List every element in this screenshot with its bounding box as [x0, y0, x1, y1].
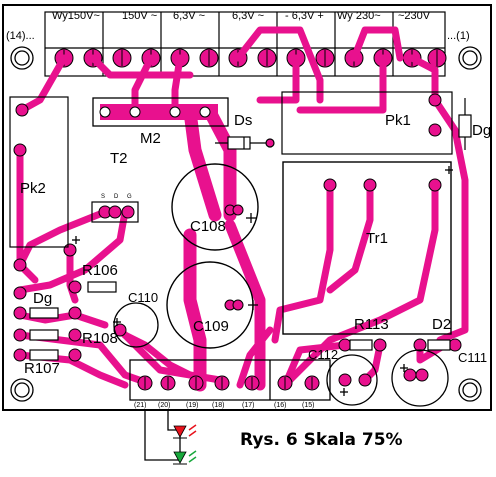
- label-63v-a: 6,3V ~: [173, 10, 206, 22]
- label-63v-b: 6,3V ~: [232, 10, 265, 22]
- pin-label-15: (15): [302, 402, 315, 409]
- pin-label-20: (20): [158, 402, 171, 409]
- c109-label: C109: [193, 318, 229, 335]
- c110-label: C110: [128, 290, 159, 305]
- dg-right-diode: [458, 98, 472, 150]
- terminal-label-1: ...(1): [447, 30, 470, 42]
- ds-label: Ds: [234, 112, 253, 129]
- r113-label: R113: [354, 316, 389, 333]
- c111-capacitor: [391, 349, 449, 407]
- pin-label-21: (21): [134, 402, 147, 409]
- green-led-icon: [173, 450, 197, 465]
- dg-right-label: Dg: [472, 122, 492, 139]
- ds-diode: [215, 136, 275, 150]
- label-63v-c: - 6,3V +: [285, 10, 324, 22]
- r108-label: R108: [82, 330, 118, 347]
- tr1-label: Tr1: [366, 230, 388, 247]
- c112-capacitor: [326, 354, 378, 406]
- c112-label: C112: [308, 347, 339, 362]
- pk1-outline: [281, 91, 453, 155]
- r106-label: R106: [82, 262, 118, 279]
- d2-label: D2: [432, 316, 452, 333]
- bottom-terminal-block: [129, 359, 331, 401]
- label-230v: ~230V: [398, 10, 431, 22]
- c108-capacitor: [171, 163, 259, 251]
- pk2-label: Pk2: [20, 180, 46, 197]
- resistors: [29, 281, 451, 361]
- t2-pin-s: S: [101, 194, 106, 200]
- pk2-outline: [9, 96, 69, 248]
- c110-capacitor: [113, 302, 159, 348]
- pk1-label: Pk1: [385, 112, 411, 129]
- pin-label-18: (18): [212, 402, 225, 409]
- pin-label-16: (16): [274, 402, 287, 409]
- label-wy150: Wy150V~: [52, 10, 100, 22]
- t2-pin-g: G: [127, 194, 132, 200]
- dg-left-label: Dg: [33, 290, 53, 307]
- t2-label: T2: [110, 150, 128, 167]
- t2-transistor: [91, 201, 139, 223]
- terminal-label-14: (14)...: [6, 30, 35, 42]
- board-outline: [2, 4, 492, 411]
- mounting-holes: [10, 46, 482, 402]
- m2-component: [92, 97, 229, 127]
- label-150v: 150V ~: [122, 10, 158, 22]
- t2-pin-d: D: [114, 194, 119, 200]
- polarity-marks: [72, 166, 453, 396]
- tr1-outline: [282, 161, 452, 335]
- c108-label: C108: [190, 218, 226, 235]
- copper-pads: [13, 93, 462, 387]
- pin-label-19: (19): [186, 402, 199, 409]
- pin-label-17: (17): [242, 402, 255, 409]
- m2-label: M2: [140, 130, 161, 147]
- terminal-pads: [54, 48, 447, 68]
- figure-caption: Rys. 6 Skala 75%: [240, 430, 403, 450]
- c111-label: C111: [458, 350, 488, 365]
- r107-label: R107: [24, 360, 60, 377]
- label-wy230: Wy 230~: [337, 10, 381, 22]
- red-led-icon: [173, 424, 197, 439]
